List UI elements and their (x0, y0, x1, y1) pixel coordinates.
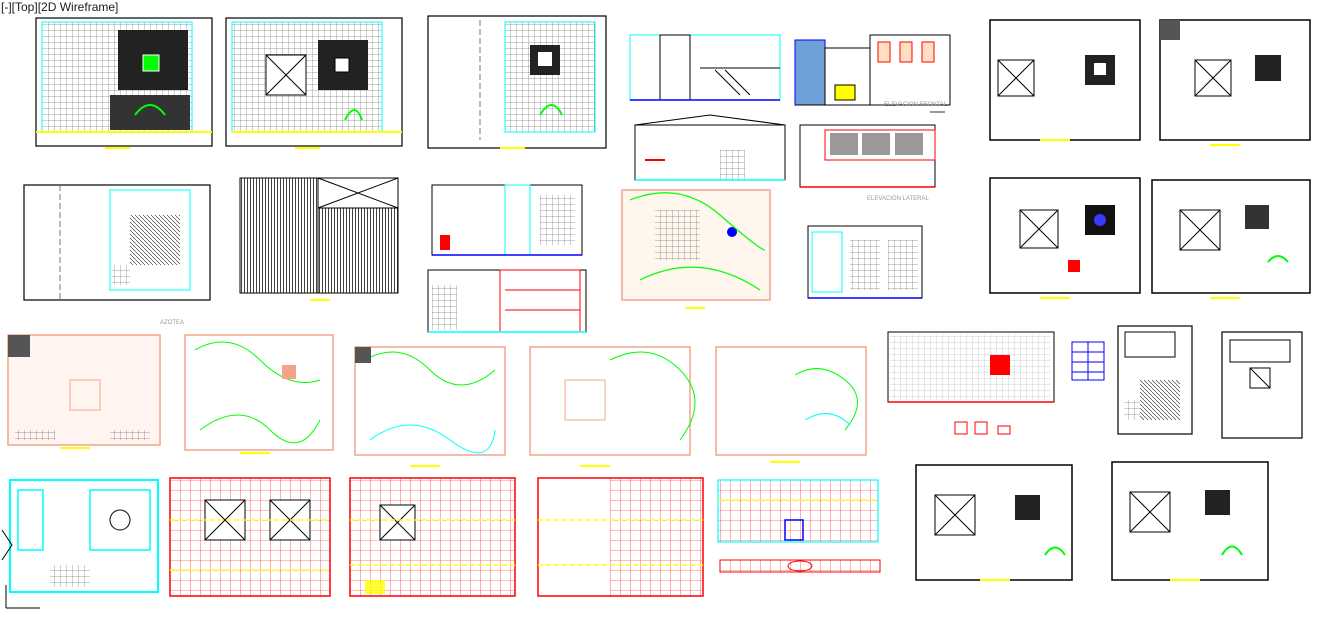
lighting-plan-2[interactable] (354, 346, 506, 467)
structural-plan-1[interactable] (169, 477, 331, 597)
roof-plan-small-1[interactable] (1117, 325, 1193, 435)
plumbing-plan[interactable] (887, 331, 1055, 435)
visual-style-control[interactable]: [2D Wireframe] (37, 0, 119, 14)
section-d-d[interactable] (427, 269, 587, 333)
roof-plan-small-2[interactable] (1221, 331, 1303, 439)
view-control[interactable]: [Top] (11, 0, 38, 14)
foundation-plan[interactable] (717, 479, 881, 573)
viewport-label[interactable]: [-][Top][2D Wireframe] (1, 0, 118, 14)
section-c-c[interactable] (431, 184, 583, 256)
roof-plan-grid[interactable]: AZOTEA (23, 184, 211, 326)
roof-plan-tiles[interactable] (239, 177, 399, 301)
side-elevation-label: ELEVACION LATERAL (867, 196, 929, 202)
section-e-e[interactable] (807, 225, 923, 299)
legend-table[interactable] (1071, 341, 1105, 381)
lighting-plan-4[interactable] (715, 346, 867, 463)
floor-plan-first-furnished[interactable] (225, 17, 403, 149)
floor-plan-right-5[interactable] (915, 464, 1073, 581)
roof-plan-label: AZOTEA (160, 320, 184, 326)
cyan-layout-plan[interactable] (1, 479, 159, 593)
floor-plan-right-2[interactable] (1159, 19, 1311, 146)
structural-plan-2[interactable] (349, 477, 516, 597)
floor-plan-right-4[interactable] (1151, 179, 1311, 299)
front-elevation-color[interactable]: ELEVACION FRONTAL (794, 34, 951, 113)
structural-plan-3[interactable] (537, 477, 704, 597)
lighting-plan-1[interactable] (184, 334, 334, 454)
ucs-icon (5, 585, 40, 609)
floor-plan-right-3[interactable] (989, 177, 1141, 299)
front-elevation-label: ELEVACION FRONTAL (884, 102, 948, 108)
lighting-plan-3[interactable] (529, 346, 696, 467)
section-b-b[interactable] (634, 114, 786, 181)
electrical-plan-color[interactable] (621, 189, 771, 309)
floor-plan-ground-furnished[interactable] (35, 17, 213, 149)
floor-plan-second-furnished[interactable] (427, 15, 607, 149)
viewport-menu-control[interactable]: [-] (1, 0, 12, 14)
floor-plan-right-1[interactable] (989, 19, 1141, 141)
furniture-plan-salmon[interactable] (7, 334, 161, 449)
floor-plan-right-6[interactable] (1111, 461, 1269, 581)
side-elevation[interactable]: ELEVACION LATERAL (799, 124, 936, 202)
section-a-a[interactable] (629, 34, 781, 101)
